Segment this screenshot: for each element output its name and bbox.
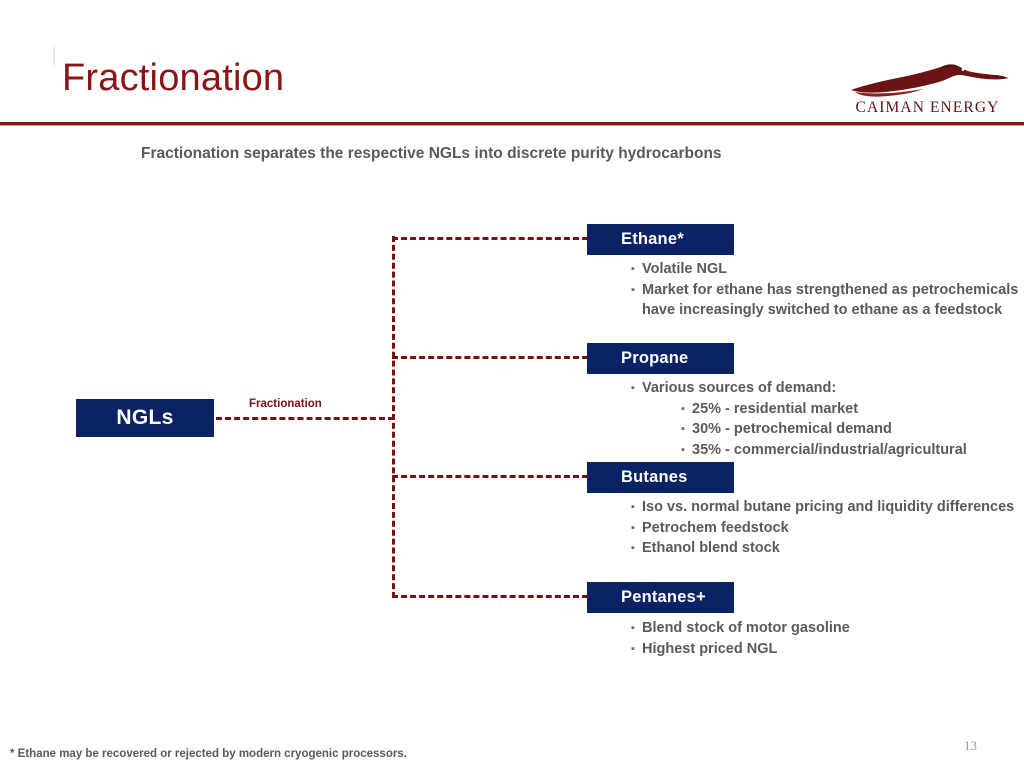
bullet-square-icon: ▪ [631,542,635,554]
bullet-list-propane: ▪ Various sources of demand: ▪ 25% - reside… [631,378,1024,460]
bullet-item: ▪ Iso vs. normal butane pricing and liqui… [631,497,1024,518]
bullet-square-icon: ▪ [631,521,635,534]
connector-branch-butanes [392,475,588,478]
bullet-square-icon: ▪ [631,501,635,513]
bullet-item-text: Petrochem feedstock [642,519,789,536]
page-title: Fractionation [62,57,285,99]
diagram-node-ngls-label: NGLs [116,406,174,429]
connector-branch-pentanes [392,595,588,598]
bullet-item-text: Various sources of demand: [642,380,837,396]
bullet-item: ▪ 25% - residential market [631,399,1024,420]
bullet-item-text: 25% - residential market [692,400,859,417]
header-divider-rule-secondary [0,125,1024,126]
bullet-item: ▪ Ethanol blend stock [631,538,1024,559]
bullet-list-pentanes: ▪ Blend stock of motor gasoline ▪ Highest p… [631,618,1024,659]
bullet-item-text: Highest priced NGL [642,640,778,657]
bullet-square-icon: ▪ [631,263,635,275]
diagram-node-ngls[interactable]: NGLs [76,399,214,437]
bullet-square-icon: ▪ [631,642,635,655]
bullet-item: ▪ Various sources of demand: [631,378,1024,399]
connector-spine-vertical [392,236,395,598]
bullet-item: ▪ Market for ethane has strengthened as p… [631,280,1024,321]
connector-label-fractionation: Fractionation [249,398,322,410]
bullet-item-text: 35% - commercial/industrial/agricultural [692,441,967,458]
slide-footnote: * Ethane may be recovered or rejected by… [10,748,407,760]
bullet-square-icon: ▪ [681,402,685,415]
diagram-node-propane-label: Propane [621,349,689,367]
diagram-node-butanes-label: Butanes [621,468,688,486]
diagram-node-butanes[interactable]: Butanes [587,462,734,493]
diagram-node-ethane[interactable]: Ethane* [587,224,734,255]
bullet-item-text: Market for ethane has strengthened as pe… [642,281,1019,319]
bullet-item: ▪ 30% - petrochemical demand [631,419,1024,440]
bullet-square-icon: ▪ [681,423,685,435]
bullet-item-text: 30% - petrochemical demand [692,421,892,437]
bullet-list-butanes: ▪ Iso vs. normal butane pricing and liqui… [631,497,1024,559]
bullet-square-icon: ▪ [681,443,685,456]
diagram-node-pentanes[interactable]: Pentanes+ [587,582,734,613]
bullet-list-ethane: ▪ Volatile NGL ▪ Market for ethane has stre… [631,259,1024,321]
bullet-item-text: Iso vs. normal butane pricing and liquid… [642,499,1015,515]
bullet-item-text: Blend stock of motor gasoline [642,620,850,636]
title-decorative-tick [53,47,55,65]
caiman-energy-logo: CAIMAN ENERGY [845,58,1010,120]
bullet-item: ▪ Blend stock of motor gasoline [631,618,1024,639]
bullet-item-text: Ethanol blend stock [642,540,780,556]
header-divider-rule [0,122,1024,125]
page-number: 13 [964,738,977,753]
bullet-square-icon: ▪ [631,622,635,634]
bullet-item: ▪ Highest priced NGL [631,639,1024,660]
bullet-item: ▪ 35% - commercial/industrial/agricultura… [631,440,1024,461]
diagram-node-ethane-label: Ethane* [621,230,684,248]
logo-wordmark: CAIMAN ENERGY [855,99,1000,116]
connector-branch-propane [392,356,588,359]
bullet-square-icon: ▪ [631,283,635,296]
bullet-square-icon: ▪ [631,382,635,394]
caiman-silhouette-icon [851,64,1009,97]
bullet-item: ▪ Petrochem feedstock [631,518,1024,539]
slide-subtitle: Fractionation separates the respective N… [141,145,722,162]
bullet-item: ▪ Volatile NGL [631,259,1024,280]
diagram-node-propane[interactable]: Propane [587,343,734,374]
diagram-node-pentanes-label: Pentanes+ [621,588,706,606]
connector-branch-ethane [392,237,588,240]
bullet-item-text: Volatile NGL [642,261,728,277]
connector-trunk-horizontal [216,417,394,420]
